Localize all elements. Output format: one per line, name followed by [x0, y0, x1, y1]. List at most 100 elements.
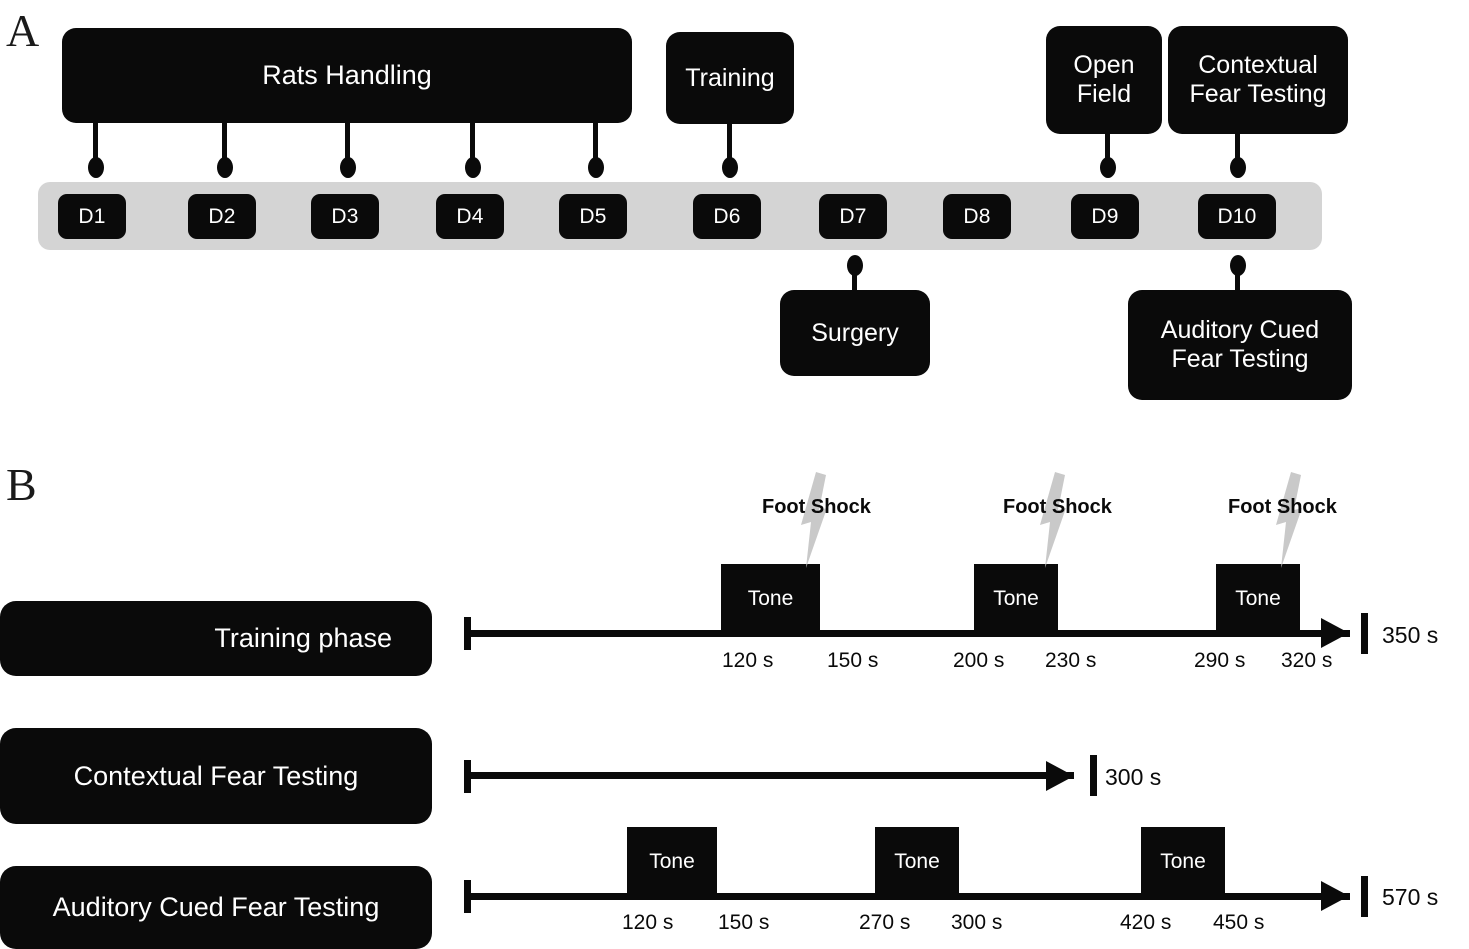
- tone-onset-label-training-1: 120 s: [722, 649, 774, 672]
- tone-offset-label-auditory-2: 300 s: [951, 911, 1003, 934]
- pin-stem-d5: [593, 123, 598, 165]
- event-box-training[interactable]: Training: [666, 32, 794, 124]
- tone-offset-label-training-2: 230 s: [1045, 649, 1097, 672]
- row-label-training-phase[interactable]: Training phase: [0, 601, 432, 676]
- axis-arrow-training: [1321, 618, 1349, 648]
- event-box-contextual-fear-testing[interactable]: Contextual Fear Testing: [1168, 26, 1348, 134]
- axis-end-cap-auditory: [1361, 876, 1368, 917]
- day-box-d10[interactable]: D10: [1198, 194, 1276, 239]
- tone-box-training-1[interactable]: Tone: [721, 564, 820, 634]
- day-box-d5[interactable]: D5: [559, 194, 627, 239]
- axis-line-contextual: [464, 772, 1074, 779]
- day-box-d1[interactable]: D1: [58, 194, 126, 239]
- axis-arrow-contextual: [1046, 761, 1074, 791]
- tone-box-auditory-3[interactable]: Tone: [1141, 827, 1225, 897]
- pin-stem-d3: [345, 123, 350, 165]
- foot-shock-label-training-3: Foot Shock: [1228, 496, 1337, 518]
- day-box-d6[interactable]: D6: [693, 194, 761, 239]
- pin-head-d6: [722, 157, 738, 178]
- pin-stem-d7-bottom: [852, 266, 857, 290]
- day-label: D5: [579, 204, 607, 228]
- pin-head-d7-bottom: [847, 255, 863, 276]
- tone-onset-label-training-3: 290 s: [1194, 649, 1246, 672]
- day-label: D1: [78, 204, 106, 228]
- day-label: D7: [839, 204, 867, 228]
- row-label-auditory-cued-fear-testing[interactable]: Auditory Cued Fear Testing: [0, 866, 432, 949]
- event-box-rats-handling[interactable]: Rats Handling: [62, 28, 632, 123]
- tone-onset-label-training-2: 200 s: [953, 649, 1005, 672]
- day-label: D2: [208, 204, 236, 228]
- axis-line-training: [464, 630, 1350, 637]
- tone-offset-label-auditory-3: 450 s: [1213, 911, 1265, 934]
- pin-head-d10-bottom: [1230, 255, 1246, 276]
- axis-end-cap-training: [1361, 613, 1368, 654]
- tone-label: Tone: [993, 587, 1039, 610]
- lightning-bolt-icon: [1276, 472, 1302, 568]
- event-box-surgery[interactable]: Surgery: [780, 290, 930, 376]
- tone-box-auditory-1[interactable]: Tone: [627, 827, 717, 897]
- row-label-contextual-fear-testing[interactable]: Contextual Fear Testing: [0, 728, 432, 824]
- event-box-open-field[interactable]: Open Field: [1046, 26, 1162, 134]
- pin-head-d4: [465, 157, 481, 178]
- row-label-text: Auditory Cued Fear Testing: [52, 892, 380, 922]
- pin-stem-d9: [1105, 134, 1110, 166]
- tone-onset-label-auditory-3: 420 s: [1120, 911, 1172, 934]
- row-label-text: Training phase: [214, 623, 392, 653]
- tone-box-auditory-2[interactable]: Tone: [875, 827, 959, 897]
- day-box-d4[interactable]: D4: [436, 194, 504, 239]
- event-box-label-line1: Auditory Cued: [1160, 316, 1320, 345]
- pin-head-d1: [88, 157, 104, 178]
- event-box-label-line1: Open: [1073, 51, 1135, 80]
- day-label: D4: [456, 204, 484, 228]
- pin-head-d10-top: [1230, 157, 1246, 178]
- tone-label: Tone: [747, 587, 794, 610]
- panel-b-letter: B: [6, 459, 37, 510]
- tone-offset-label-training-3: 320 s: [1281, 649, 1333, 672]
- pin-stem-d4: [470, 123, 475, 165]
- tone-onset-label-auditory-2: 270 s: [859, 911, 911, 934]
- day-label: D3: [331, 204, 359, 228]
- lightning-bolt-icon: [801, 472, 827, 568]
- foot-shock-label-training-2: Foot Shock: [1003, 496, 1112, 518]
- foot-shock-label-training-1: Foot Shock: [762, 496, 871, 518]
- event-box-label-line2: Field: [1076, 80, 1132, 108]
- day-box-d3[interactable]: D3: [311, 194, 379, 239]
- tone-box-training-2[interactable]: Tone: [974, 564, 1058, 634]
- tone-label: Tone: [894, 850, 940, 873]
- pin-stem-d6: [727, 124, 732, 165]
- tone-offset-label-training-1: 150 s: [827, 649, 879, 672]
- day-label: D6: [713, 204, 741, 228]
- tone-label: Tone: [649, 850, 695, 873]
- pin-stem-d10-bottom: [1235, 266, 1240, 290]
- tone-label: Tone: [1235, 587, 1281, 610]
- duration-label-training: 350 s: [1382, 622, 1439, 648]
- axis-arrow-auditory: [1321, 881, 1349, 911]
- tone-box-training-3[interactable]: Tone: [1216, 564, 1300, 634]
- day-label: D8: [963, 204, 991, 228]
- event-box-label: Surgery: [811, 318, 899, 347]
- pin-head-d9: [1100, 157, 1116, 178]
- tone-label: Tone: [1160, 850, 1206, 873]
- pin-head-d3: [340, 157, 356, 178]
- pin-stem-d1: [93, 123, 98, 165]
- tone-offset-label-auditory-1: 150 s: [718, 911, 770, 934]
- panel-a-letter: A: [6, 5, 40, 56]
- day-box-d9[interactable]: D9: [1071, 194, 1139, 239]
- row-label-text: Contextual Fear Testing: [73, 760, 359, 791]
- day-box-d8[interactable]: D8: [943, 194, 1011, 239]
- event-box-label-line2: Fear Testing: [1189, 80, 1327, 108]
- event-box-label-line2: Fear Testing: [1171, 345, 1309, 373]
- pin-head-d2: [217, 157, 233, 178]
- event-box-auditory-cued-fear-testing[interactable]: Auditory Cued Fear Testing: [1128, 290, 1352, 400]
- pin-stem-d2: [222, 123, 227, 165]
- pin-stem-d10-top: [1235, 134, 1240, 166]
- event-box-label: Training: [685, 63, 775, 92]
- tone-onset-label-auditory-1: 120 s: [622, 911, 674, 934]
- day-label: D10: [1217, 204, 1257, 228]
- day-box-d7[interactable]: D7: [819, 194, 887, 239]
- event-box-label-line1: Contextual: [1198, 51, 1318, 80]
- event-box-label: Rats Handling: [262, 59, 432, 90]
- day-label: D9: [1091, 204, 1119, 228]
- pin-head-d5: [588, 157, 604, 178]
- day-box-d2[interactable]: D2: [188, 194, 256, 239]
